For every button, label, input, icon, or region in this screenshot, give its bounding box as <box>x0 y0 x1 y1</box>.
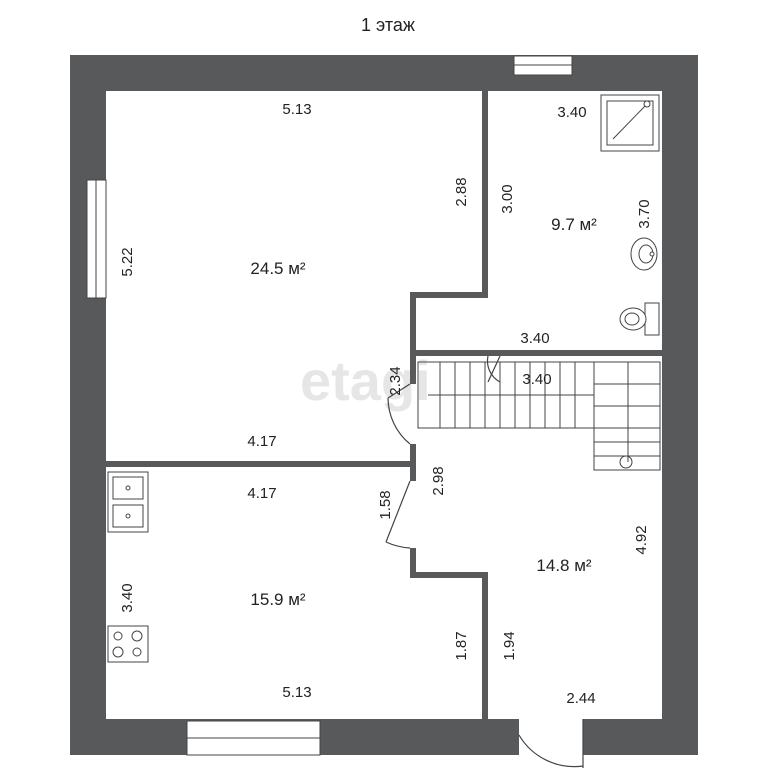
entrance-opening <box>519 719 583 755</box>
area-kitchen: 15.9 м² <box>250 590 305 609</box>
dim-label: 2.98 <box>430 466 447 495</box>
area-bath: 9.7 м² <box>551 215 597 234</box>
dim-label: 1.94 <box>501 631 518 660</box>
dim-label: 2.88 <box>453 177 470 206</box>
dim-label: 5.22 <box>119 247 136 276</box>
dim-label: 4.17 <box>247 433 276 450</box>
dim-label: 2.34 <box>387 366 404 395</box>
watermark: etagi <box>300 349 431 412</box>
dim-label: 1.87 <box>453 631 470 660</box>
toilet-icon <box>619 302 660 336</box>
dim-label: 3.00 <box>499 184 516 213</box>
dim-label: 3.40 <box>119 583 136 612</box>
area-hall: 14.8 м² <box>536 556 591 575</box>
dim-label: 3.40 <box>557 104 586 121</box>
dim-label: 5.13 <box>282 684 311 701</box>
dim-label: 2.44 <box>566 690 595 707</box>
fixtures <box>107 94 660 663</box>
interior-walls <box>106 90 662 719</box>
windows <box>86 55 583 756</box>
outer-walls <box>70 55 698 755</box>
interior-doors <box>385 355 501 549</box>
staircase <box>417 361 661 471</box>
dim-label: 3.40 <box>522 371 551 388</box>
dim-label: 4.92 <box>633 525 650 554</box>
dimension-labels: 5.13 5.22 2.88 4.17 2.34 3.40 3.00 3.70 … <box>119 101 653 707</box>
dim-label: 3.70 <box>636 199 653 228</box>
entrance-door <box>518 719 584 768</box>
dim-label: 3.40 <box>520 330 549 347</box>
kitchen-sink-icon <box>107 471 149 533</box>
dim-label: 1.58 <box>377 490 394 519</box>
room-areas: 24.5 м² 9.7 м² 15.9 м² 14.8 м² <box>250 215 597 609</box>
floor-title: 1 этаж <box>361 15 415 35</box>
dim-label: 4.17 <box>247 485 276 502</box>
stove-icon <box>107 625 149 663</box>
sink-icon <box>630 237 658 271</box>
area-living: 24.5 м² <box>250 259 305 278</box>
shower-icon <box>600 94 660 152</box>
dim-label: 5.13 <box>282 101 311 118</box>
